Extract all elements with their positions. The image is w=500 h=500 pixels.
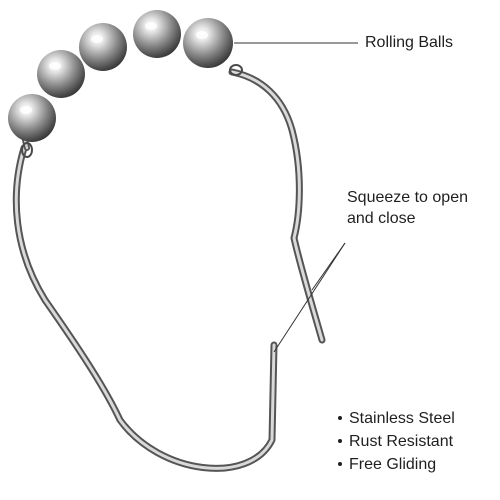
rolling-ball — [133, 10, 181, 58]
rolling-ball — [183, 18, 233, 68]
leader-lines — [234, 42, 358, 353]
rolling-balls — [8, 10, 233, 142]
rolling-ball — [79, 23, 127, 71]
rolling-ball — [37, 50, 85, 98]
rolling-balls-label: Rolling Balls — [365, 34, 454, 51]
feature-list: Stainless Steel Rust Resistant Free Glid… — [338, 407, 455, 476]
rolling-ball — [8, 94, 56, 142]
squeeze-label: Squeeze to open and close — [347, 189, 468, 227]
feature-item: Stainless Steel — [338, 407, 455, 430]
hook-wire — [12, 64, 326, 472]
feature-item: Rust Resistant — [338, 430, 455, 453]
feature-item: Free Gliding — [338, 453, 455, 476]
squeeze-leader-lower — [273, 242, 346, 353]
